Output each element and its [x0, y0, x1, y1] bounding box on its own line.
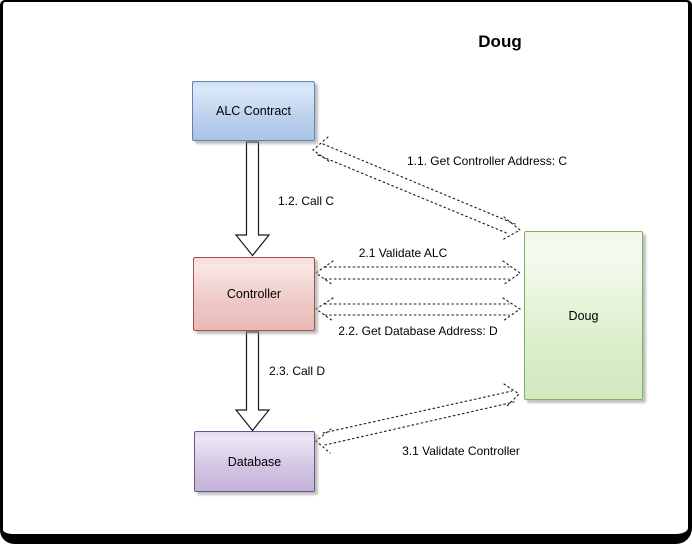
edge-label-get-controller-address: 1.1. Get Controller Address: C: [406, 154, 568, 168]
node-doug-label: Doug: [568, 308, 599, 323]
arrow-validate-controller: [315, 383, 520, 454]
node-doug: Doug: [524, 231, 643, 400]
node-alc-contract: ALC Contract: [192, 81, 315, 141]
edge-label-validate-controller: 3.1 Validate Controller: [402, 444, 520, 458]
arrow-call-d: [234, 331, 271, 432]
arrow-validate-alc: [315, 260, 521, 286]
diagram-title: Doug: [478, 32, 522, 51]
edge-label-call-c: 1.2. Call C: [277, 194, 335, 208]
node-alc-contract-label: ALC Contract: [215, 104, 292, 118]
edge-label-get-database-address: 2.2. Get Database Address: D: [338, 324, 498, 338]
edge-label-validate-alc: 2.1 Validate ALC: [358, 246, 448, 260]
arrow-call-c: [234, 141, 271, 257]
node-controller-label: Controller: [226, 287, 282, 301]
edge-label-call-d: 2.3. Call D: [268, 364, 326, 378]
node-database-label: Database: [227, 454, 282, 469]
node-database: Database: [194, 431, 315, 492]
arrow-get-controller-address: [312, 136, 521, 241]
node-controller: Controller: [193, 257, 315, 331]
arrow-get-database-address: [315, 297, 521, 322]
